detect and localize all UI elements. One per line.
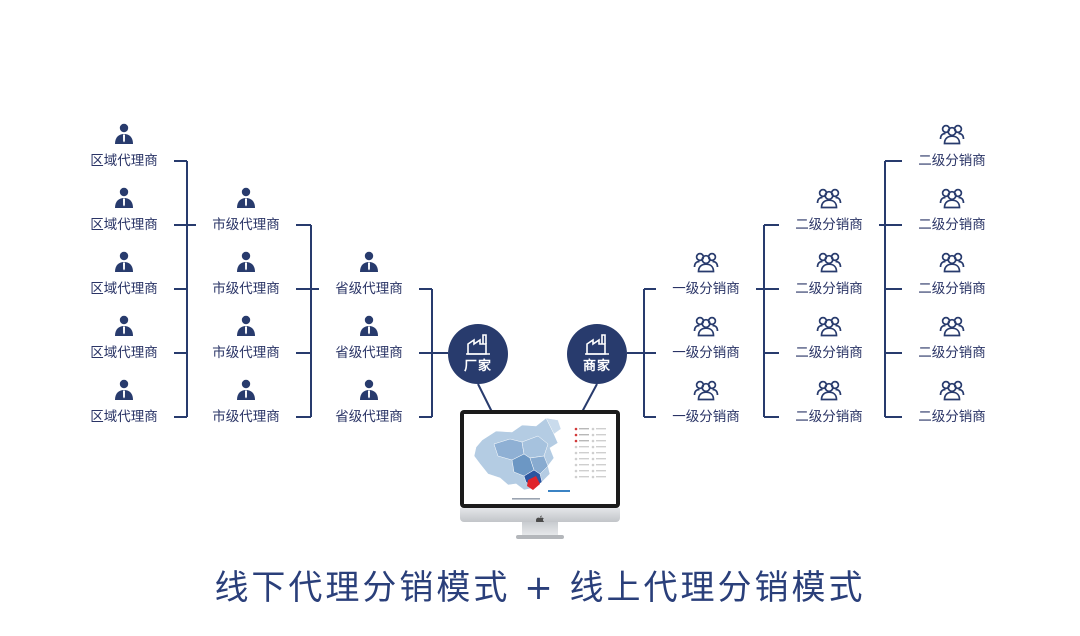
monitor [460,410,620,540]
level2-distributor-label: 二级分销商 [779,409,879,425]
agent-person-icon [111,187,137,209]
factory-to-monitor-line [477,383,493,413]
level1-distributor-label: 一级分销商 [656,345,756,361]
merchant-to-monitor-line [581,383,598,413]
group-people-icon [693,315,719,337]
level2-outer-distributor-label: 二级分销商 [902,345,1002,361]
city-agent-label: 市级代理商 [196,281,296,297]
regional-agent-label: 区域代理商 [74,409,174,425]
group-people-icon [693,251,719,273]
level2-outer-distributor-label: 二级分销商 [902,153,1002,169]
agent-person-icon [111,379,137,401]
agent-person-icon [233,187,259,209]
provincial-agent-label: 省级代理商 [319,409,419,425]
merchant-label: 商家 [582,359,611,374]
china-map [473,417,606,500]
provincial-agent-label: 省级代理商 [319,281,419,297]
factory-label: 厂家 [463,359,492,374]
level1-distributor-label: 一级分销商 [656,409,756,425]
monitor-neck [522,522,558,536]
monitor-chin [460,508,620,522]
group-people-icon [939,379,965,401]
agent-person-icon [356,315,382,337]
level2-distributor-label: 二级分销商 [779,217,879,233]
level2-outer-distributor-label: 二级分销商 [902,281,1002,297]
agent-person-icon [356,251,382,273]
group-people-icon [816,251,842,273]
city-agent-label: 市级代理商 [196,345,296,361]
regional-agent-label: 区域代理商 [74,345,174,361]
merchant-hub: 商家 [567,324,627,384]
factory-hub: 厂家 [448,324,508,384]
group-people-icon [939,123,965,145]
city-agent-label: 市级代理商 [196,217,296,233]
regional-agent-label: 区域代理商 [74,281,174,297]
group-people-icon [939,187,965,209]
level2-distributor-label: 二级分销商 [779,345,879,361]
agent-person-icon [356,379,382,401]
agent-person-icon [111,123,137,145]
monitor-screen [464,414,616,504]
agent-person-icon [233,251,259,273]
group-people-icon [816,315,842,337]
regional-agent-label: 区域代理商 [74,153,174,169]
group-people-icon [816,187,842,209]
group-people-icon [816,379,842,401]
agent-person-icon [233,379,259,401]
agent-person-icon [111,315,137,337]
group-people-icon [693,379,719,401]
factory-icon [465,332,491,360]
group-people-icon [939,251,965,273]
provincial-agent-label: 省级代理商 [319,345,419,361]
apple-logo-icon [535,510,545,525]
level2-outer-distributor-label: 二级分销商 [902,409,1002,425]
level2-distributor-label: 二级分销商 [779,281,879,297]
monitor-base [516,535,564,539]
agent-person-icon [111,251,137,273]
level1-distributor-label: 一级分销商 [656,281,756,297]
city-agent-label: 市级代理商 [196,409,296,425]
page-title: 线下代理分销模式 + 线上代理分销模式 [214,568,866,608]
agent-person-icon [233,315,259,337]
regional-agent-label: 区域代理商 [74,217,174,233]
level2-outer-distributor-label: 二级分销商 [902,217,1002,233]
group-people-icon [939,315,965,337]
factory-icon [584,332,610,360]
